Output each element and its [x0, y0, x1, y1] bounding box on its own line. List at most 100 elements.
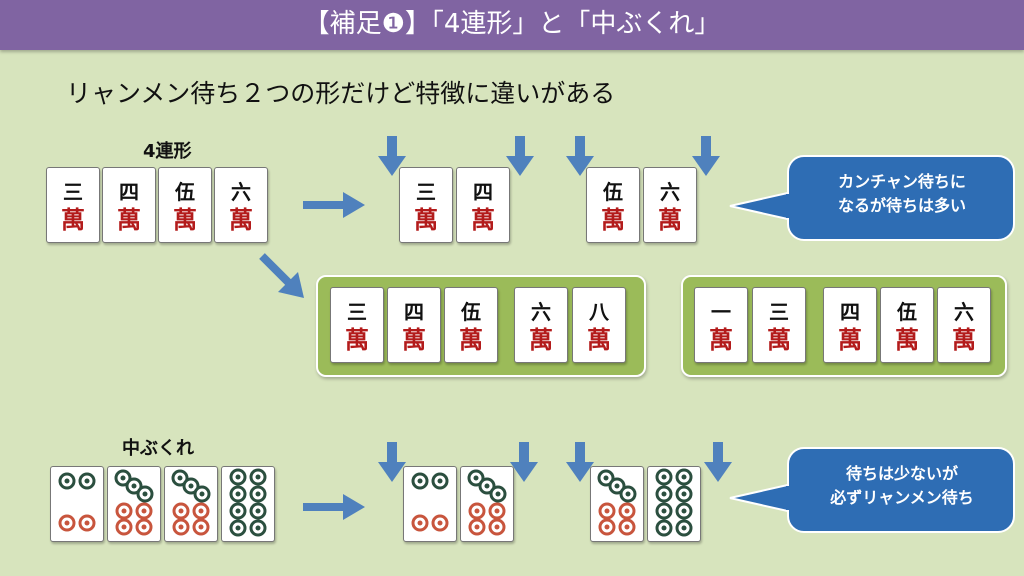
- arrow-down-icon: [510, 442, 538, 482]
- pin-circle-center: [142, 491, 148, 497]
- tile-number: 三: [416, 180, 436, 204]
- man-tile: 伍萬: [880, 287, 934, 363]
- callout-bottom: [729, 447, 1015, 533]
- man-tile: 伍萬: [444, 287, 498, 363]
- tile-suit: 萬: [345, 325, 369, 354]
- pin-circle-center: [255, 525, 261, 531]
- pin-circle-center: [417, 478, 423, 484]
- tile-number: 伍: [897, 300, 917, 324]
- pin-circle-center: [417, 520, 423, 526]
- pin-circle-center: [495, 491, 501, 497]
- pin-circle-center: [255, 508, 261, 514]
- tile-number: 三: [769, 300, 789, 324]
- tile-number: 四: [119, 180, 139, 204]
- pin-circle-center: [121, 524, 127, 530]
- arrow-down-icon: [692, 136, 720, 176]
- man-tile: 三萬: [399, 167, 453, 243]
- man-tile: 八萬: [572, 287, 626, 363]
- tile-number: 四: [840, 300, 860, 324]
- pin-circle-center: [437, 520, 443, 526]
- subtitle: リャンメン待ち２つの形だけど特徴に違いがある: [66, 79, 616, 108]
- pin-circle-center: [198, 524, 204, 530]
- man-tile: 四萬: [456, 167, 510, 243]
- pin-circle-center: [84, 478, 90, 484]
- tile-suit: 萬: [709, 325, 733, 354]
- tile-number: 三: [347, 300, 367, 324]
- man-tile: 三萬: [752, 287, 806, 363]
- pin-circle-center: [624, 524, 630, 530]
- arrow-down-icon: [378, 136, 406, 176]
- pin-tile-face: [58, 472, 96, 532]
- pin-circle-center: [235, 491, 241, 497]
- man-tile: 六萬: [514, 287, 568, 363]
- arrow-down-icon: [378, 442, 406, 482]
- tile-number: 六: [231, 180, 251, 204]
- man-tile: 三萬: [46, 167, 100, 243]
- tile-number: 六: [954, 300, 974, 324]
- pin-circle-center: [178, 524, 184, 530]
- callout-top: [729, 155, 1015, 241]
- pin-circle-center: [177, 475, 183, 481]
- pin-tile: [403, 466, 457, 542]
- callout-bottom-line1: 待ちは少ないが: [845, 464, 958, 483]
- pin-circle-center: [131, 483, 137, 489]
- tile-suit: 萬: [117, 205, 141, 234]
- tile-number: 八: [589, 300, 609, 324]
- tile-number: 四: [404, 300, 424, 324]
- pin-tile: [590, 466, 644, 542]
- pin-tile: [50, 466, 104, 542]
- arrow-right-icon: [303, 494, 365, 520]
- pin-circle-center: [255, 491, 261, 497]
- pin-circle-center: [681, 508, 687, 514]
- tile-suit: 萬: [402, 325, 426, 354]
- tile-suit: 萬: [658, 205, 682, 234]
- pin-tile: [647, 466, 701, 542]
- man-tile: 四萬: [102, 167, 156, 243]
- pin-circle-center: [625, 491, 631, 497]
- tile-suit: 萬: [173, 205, 197, 234]
- pin-circle-center: [604, 524, 610, 530]
- pin-circle-center: [484, 483, 490, 489]
- tile-suit: 萬: [529, 325, 553, 354]
- pin-circle-center: [141, 524, 147, 530]
- arrow-down-icon: [704, 442, 732, 482]
- pin-tile-face: [229, 468, 267, 537]
- pin-circle-center: [614, 483, 620, 489]
- tile-number: 一: [711, 300, 731, 324]
- callout-top-line2: なるが待ちは多い: [837, 196, 966, 215]
- pin-tile: [164, 466, 218, 542]
- pin-circle-center: [199, 491, 205, 497]
- tile-number: 伍: [461, 300, 481, 324]
- pin-circle-center: [474, 524, 480, 530]
- man-tile: 六萬: [937, 287, 991, 363]
- pin-circle-center: [235, 508, 241, 514]
- pin-circle-center: [235, 474, 241, 480]
- pin-circle-center: [120, 475, 126, 481]
- pin-circle-center: [494, 508, 500, 514]
- arrow-diagonal-icon: [259, 253, 304, 298]
- tile-suit: 萬: [767, 325, 791, 354]
- pin-circle-center: [661, 525, 667, 531]
- tile-suit: 萬: [459, 325, 483, 354]
- tile-suit: 萬: [61, 205, 85, 234]
- pin-circle-center: [661, 474, 667, 480]
- callout-top-line1: カンチャン待ちに: [838, 172, 966, 191]
- tile-suit: 萬: [587, 325, 611, 354]
- tile-number: 六: [531, 300, 551, 324]
- pin-tile-face: [114, 469, 154, 536]
- title-bar: 【補足❶】「4連形」と「中ぶくれ」: [0, 0, 1024, 50]
- tile-suit: 萬: [952, 325, 976, 354]
- pin-tile-face: [171, 469, 211, 536]
- pin-circle-center: [84, 520, 90, 526]
- page-title: 【補足❶】「4連形」と「中ぶくれ」: [303, 9, 721, 39]
- arrow-down-icon: [566, 136, 594, 176]
- pin-circle-center: [141, 508, 147, 514]
- pin-circle-center: [681, 474, 687, 480]
- tile-suit: 萬: [229, 205, 253, 234]
- tile-number: 伍: [603, 180, 623, 204]
- pin-circle-center: [473, 475, 479, 481]
- tile-number: 三: [63, 180, 83, 204]
- tile-suit: 萬: [895, 325, 919, 354]
- pin-circle-center: [255, 474, 261, 480]
- label-yonrenkei: 4連形: [143, 141, 192, 162]
